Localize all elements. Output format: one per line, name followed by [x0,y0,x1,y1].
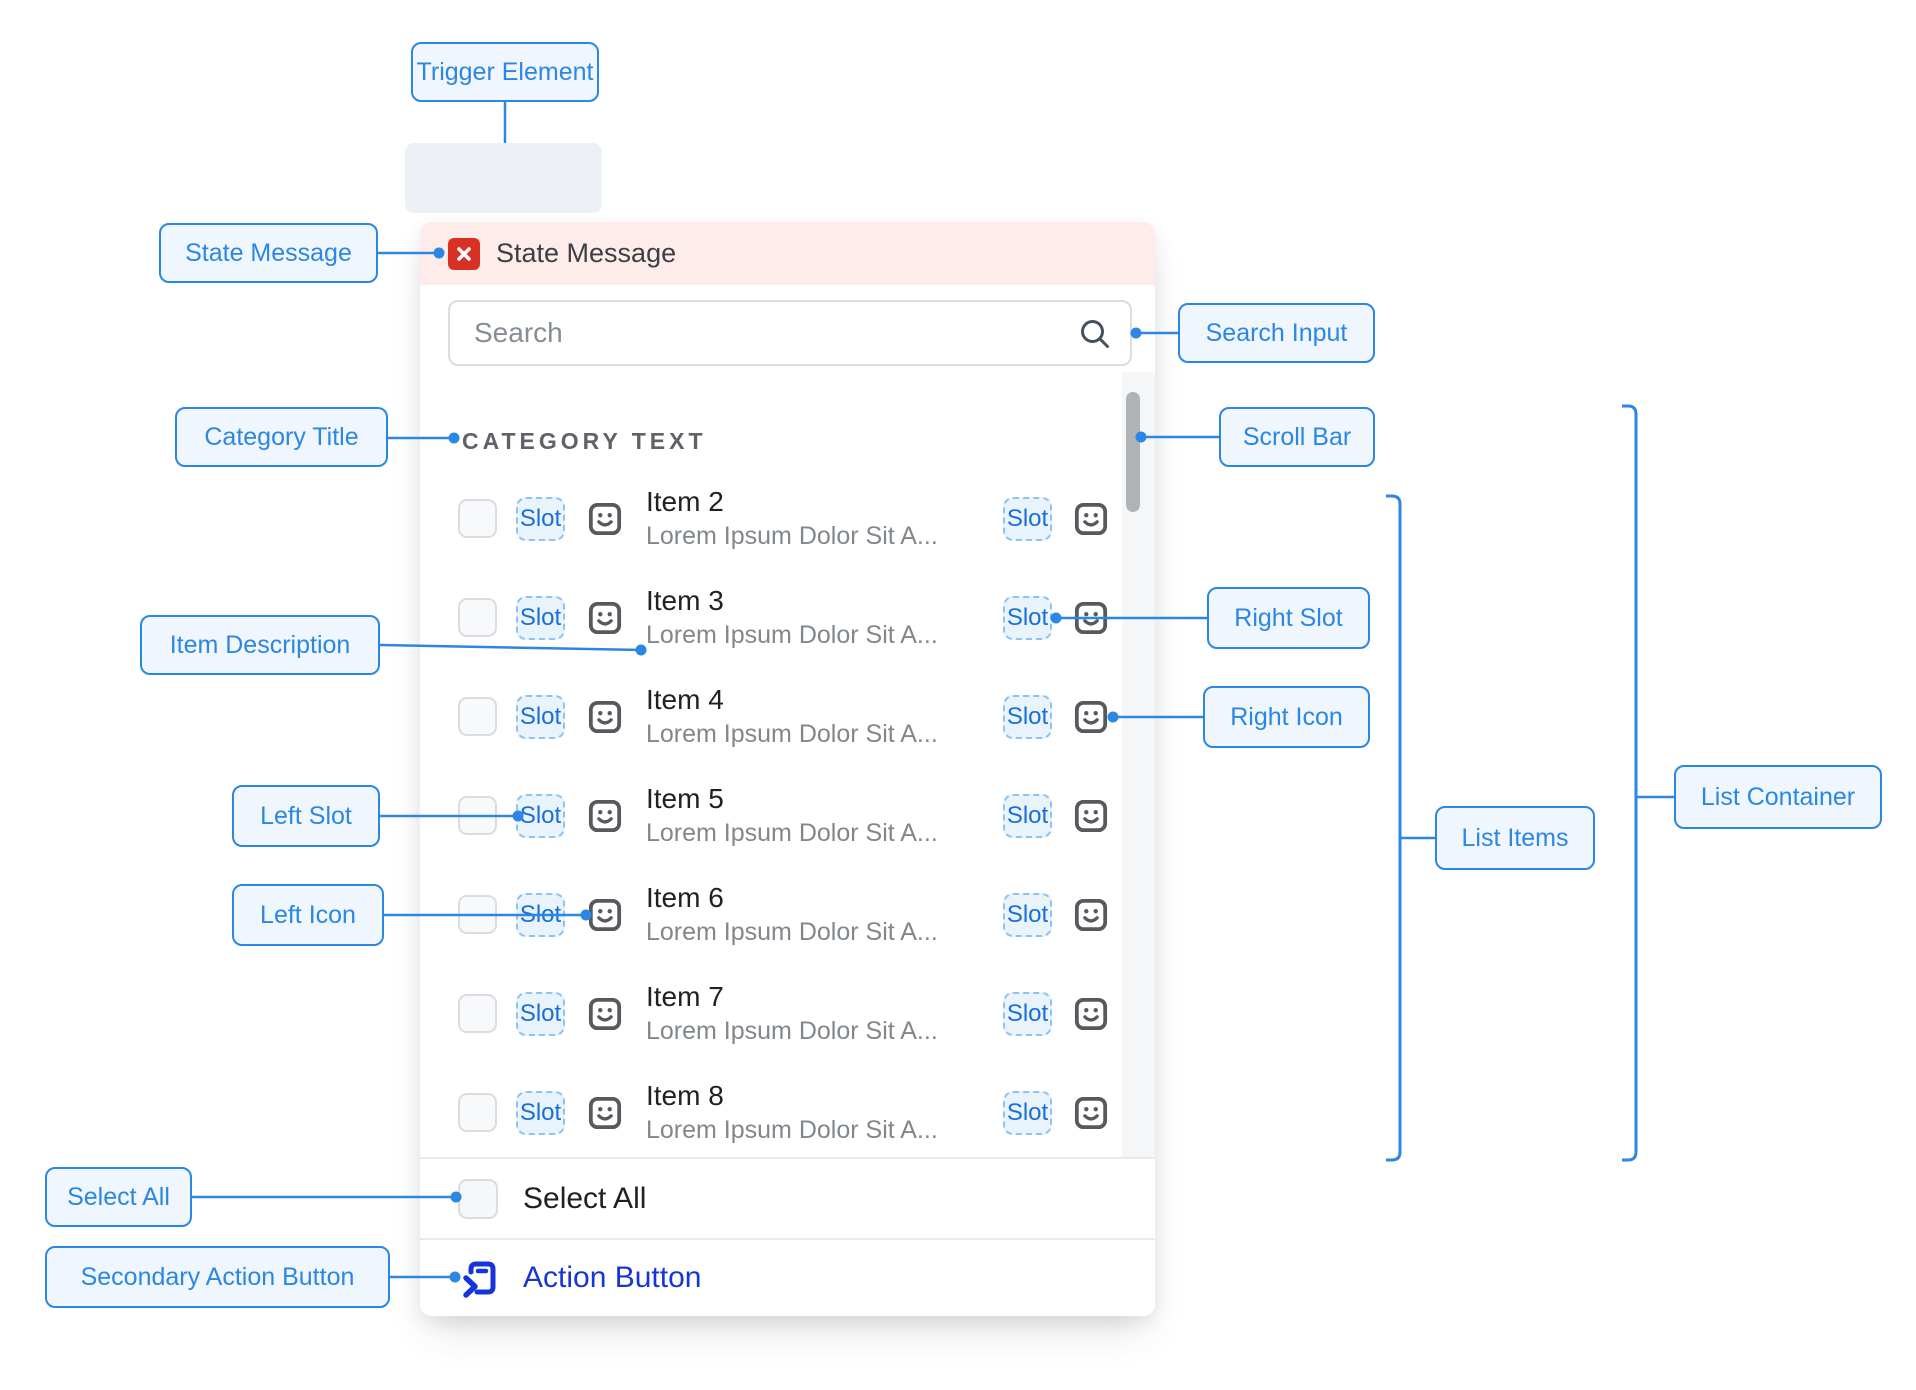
select-all-checkbox[interactable] [458,1178,498,1219]
list-container-bracket [1622,404,1638,1162]
list-item[interactable]: Slot Item 2 Lorem Ipsum Dolor Sit A... Sl… [420,470,1155,568]
list-item[interactable]: Slot Item 6 Lorem Ipsum Dolor Sit A... Sl… [420,866,1155,964]
right-smiley-icon [1074,1096,1108,1130]
search-icon[interactable] [1078,317,1112,356]
annotation-left-icon: Left Icon [232,884,384,946]
annotation-left-slot: Left Slot [232,785,380,847]
left-smiley-icon [588,1096,622,1130]
item-checkbox[interactable] [458,895,497,934]
item-description: Lorem Ipsum Dolor Sit A... [646,720,938,748]
left-slot[interactable]: Slot [516,992,565,1036]
left-smiley-icon [588,997,622,1031]
select-all-row[interactable]: Select All [420,1157,1155,1238]
error-x-icon [448,237,480,270]
right-slot[interactable]: Slot [1003,596,1052,640]
left-smiley-icon [588,898,622,932]
list-item[interactable]: Slot Item 3 Lorem Ipsum Dolor Sit A... Sl… [420,569,1155,667]
right-smiley-icon [1074,700,1108,734]
state-message-text: State Message [496,238,677,268]
item-checkbox[interactable] [458,499,497,538]
item-title: Item 5 [646,783,724,814]
annotation-item-description: Item Description [140,615,380,675]
left-smiley-icon [588,502,622,536]
item-title: Item 3 [646,585,724,616]
left-slot[interactable]: Slot [516,794,565,838]
item-checkbox[interactable] [458,994,497,1033]
annotation-select-all: Select All [45,1167,192,1227]
annotation-scroll-bar: Scroll Bar [1219,407,1375,467]
item-description: Lorem Ipsum Dolor Sit A... [646,918,938,946]
left-smiley-icon [588,601,622,635]
dropdown-panel: State Message CATEGORY TEXT Slot Item 2 L… [420,222,1155,1316]
item-title: Item 2 [646,486,724,517]
state-message-bar: State Message [420,222,1155,285]
left-smiley-icon [588,799,622,833]
list-item[interactable]: Slot Item 8 Lorem Ipsum Dolor Sit A... Sl… [420,1064,1155,1162]
annotation-category-title: Category Title [175,407,388,467]
item-checkbox[interactable] [458,796,497,835]
annotation-state-message: State Message [159,223,378,283]
action-button-row[interactable]: Action Button [420,1238,1155,1316]
list-items-bracket [1386,494,1402,1162]
left-slot[interactable]: Slot [516,1091,565,1135]
annotation-search-input: Search Input [1178,303,1375,363]
item-title: Item 8 [646,1080,724,1111]
right-smiley-icon [1074,502,1108,536]
right-slot[interactable]: Slot [1003,1091,1052,1135]
left-slot[interactable]: Slot [516,695,565,739]
select-all-label: Select All [523,1181,647,1215]
brackets [1386,404,1638,1162]
item-title: Item 6 [646,882,724,913]
item-description: Lorem Ipsum Dolor Sit A... [646,522,938,550]
item-description: Lorem Ipsum Dolor Sit A... [646,1017,938,1045]
item-description: Lorem Ipsum Dolor Sit A... [646,819,938,847]
left-smiley-icon [588,700,622,734]
item-title: Item 4 [646,684,724,715]
right-slot[interactable]: Slot [1003,893,1052,937]
item-checkbox[interactable] [458,697,497,736]
item-checkbox[interactable] [458,1093,497,1132]
item-checkbox[interactable] [458,598,497,637]
right-slot[interactable]: Slot [1003,497,1052,541]
search-field[interactable] [474,302,1064,364]
list-item[interactable]: Slot Item 4 Lorem Ipsum Dolor Sit A... Sl… [420,668,1155,766]
annotation-list-container: List Container [1674,765,1882,829]
right-smiley-icon [1074,799,1108,833]
annotation-right-slot: Right Slot [1207,587,1370,649]
list-item[interactable]: Slot Item 7 Lorem Ipsum Dolor Sit A... Sl… [420,965,1155,1063]
left-slot[interactable]: Slot [516,596,565,640]
right-smiley-icon [1074,997,1108,1031]
right-smiley-icon [1074,898,1108,932]
annotation-secondary-action-button: Secondary Action Button [45,1246,390,1308]
scrollbar-thumb[interactable] [1126,392,1140,512]
list-item[interactable]: Slot Item 5 Lorem Ipsum Dolor Sit A... Sl… [420,767,1155,865]
search-input[interactable] [448,300,1132,366]
item-title: Item 7 [646,981,724,1012]
annotation-list-items: List Items [1435,806,1595,870]
category-title: CATEGORY TEXT [462,428,707,454]
annotation-trigger-element: Trigger Element [411,42,599,102]
right-slot[interactable]: Slot [1003,992,1052,1036]
secondary-action-icon[interactable] [458,1258,498,1298]
action-button-label: Action Button [523,1261,702,1294]
right-slot[interactable]: Slot [1003,695,1052,739]
item-description: Lorem Ipsum Dolor Sit A... [646,621,938,649]
trigger-element-placeholder[interactable] [405,143,602,213]
right-smiley-icon [1074,601,1108,635]
left-slot[interactable]: Slot [516,893,565,937]
item-description: Lorem Ipsum Dolor Sit A... [646,1116,938,1144]
annotation-right-icon: Right Icon [1203,686,1370,748]
right-slot[interactable]: Slot [1003,794,1052,838]
left-slot[interactable]: Slot [516,497,565,541]
